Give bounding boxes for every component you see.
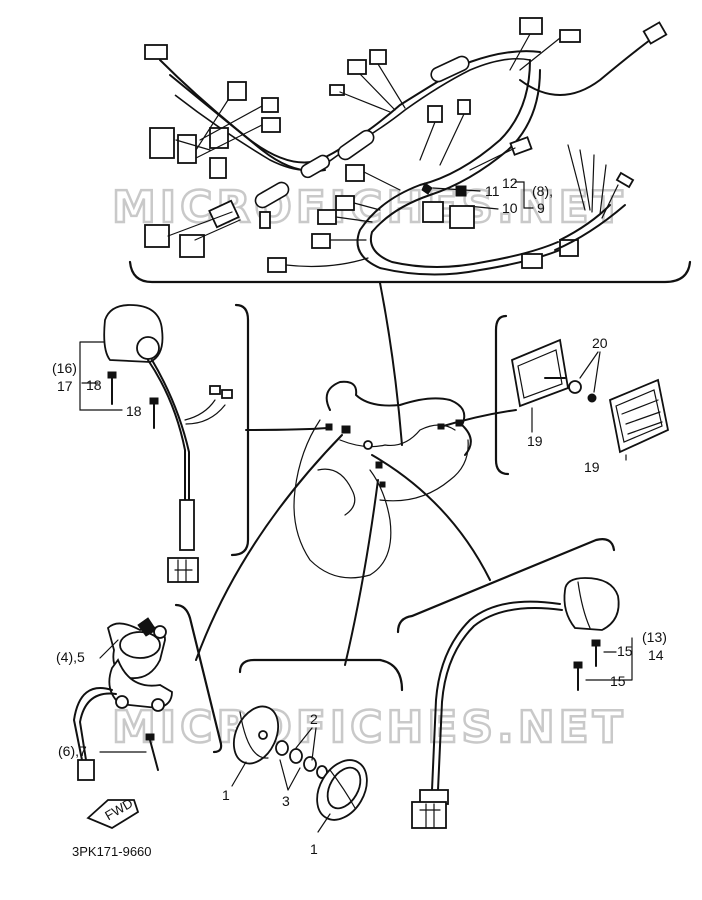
callout-18-top: 18 [86, 377, 102, 393]
frame-outline [293, 380, 472, 579]
reflectors: 20 19 19 [494, 314, 670, 476]
wire-harness [128, 17, 692, 284]
callout-8: (8), [532, 183, 553, 199]
callout-9: 9 [537, 200, 545, 216]
diagram-part-code: 3PK171-9660 [72, 844, 152, 859]
callout-13: (13) [642, 629, 667, 645]
callout-16: (16) [52, 360, 77, 376]
callout-20: 20 [592, 335, 608, 351]
callout-3: 3 [282, 793, 290, 809]
callout-15-bottom: 15 [610, 673, 626, 689]
left-handlebar-switch: (16) 17 18 18 [52, 303, 250, 583]
leader-lines [195, 282, 517, 666]
main-switch: (4),5 (6),7 FWD [56, 603, 223, 830]
callout-1-left: 1 [222, 787, 230, 803]
right-handlebar-switch: (13) 14 15 15 [396, 538, 667, 829]
callout-14: 14 [648, 647, 664, 663]
callout-2: 2 [310, 711, 318, 727]
callout-10: 10 [502, 200, 518, 216]
callout-11: 11 [485, 183, 500, 199]
fwd-arrow [86, 799, 140, 830]
callout-7: (6),7 [58, 743, 87, 759]
horn-assembly: 2 3 1 1 [222, 658, 404, 857]
callout-1-right: 1 [310, 841, 318, 857]
callout-18-bottom: 18 [126, 403, 142, 419]
callout-19-right: 19 [584, 459, 600, 475]
callout-12: 12 [502, 175, 518, 191]
harness-callouts: 12 11 10 (8), 9 [432, 175, 553, 216]
callout-15-top: 15 [617, 643, 633, 659]
callout-5: (4),5 [56, 649, 85, 665]
watermark-bottom: MICROFICHES.NET [112, 702, 627, 753]
callout-19-left: 19 [527, 433, 543, 449]
callout-17: 17 [57, 378, 73, 394]
